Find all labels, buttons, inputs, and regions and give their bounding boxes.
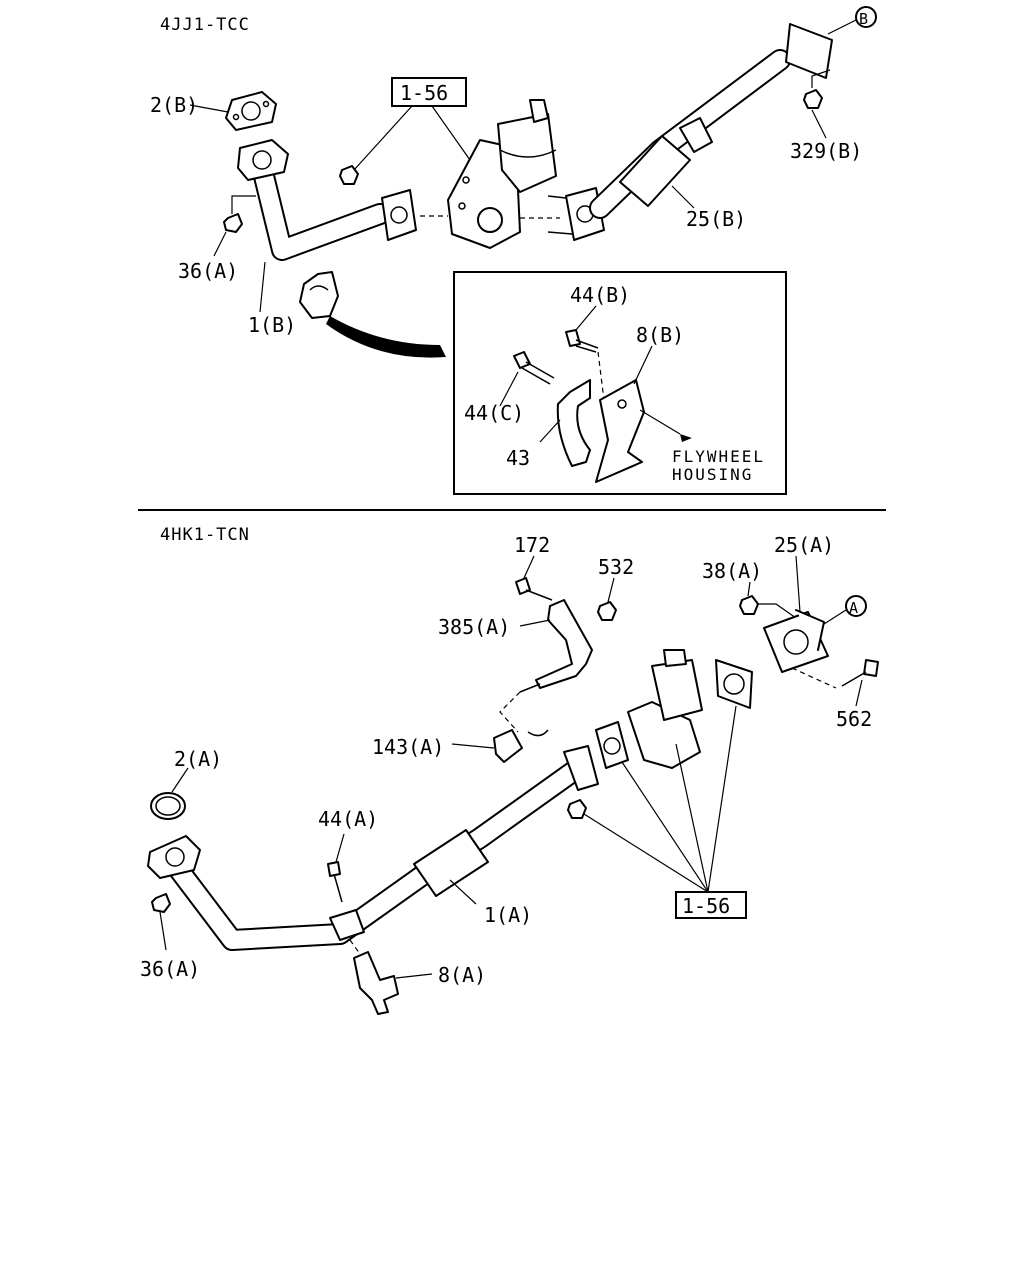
note-flywheel: FLYWHEEL [672,447,765,466]
bracket-8a[interactable] [349,939,399,1015]
label-1-56-bottom: 1-56 [682,894,730,918]
label-329b: 329(B) [790,139,862,163]
label-38a: 38(A) [702,559,762,583]
ref-box-1-56-top [391,77,467,107]
bolt-562[interactable] [841,659,879,687]
label-562: 562 [836,707,872,731]
gasket-2b[interactable] [225,91,277,131]
ref-box-1-56-bottom [675,891,747,919]
nut-top-valve[interactable] [339,165,359,185]
label-385a: 385(A) [438,615,510,639]
valve-assembly-1-56-top[interactable] [447,99,557,249]
nut-329b[interactable] [803,89,823,109]
label-25b: 25(B) [686,207,746,231]
label-43: 43 [506,446,530,470]
ref-circle-b-text: B [859,10,868,28]
label-36a-top: 36(A) [178,259,238,283]
gasket-2a[interactable] [150,792,186,820]
bolt-44c[interactable] [513,351,555,385]
label-44a: 44(A) [318,807,378,831]
nut-36a-bottom[interactable] [151,893,171,913]
label-172: 172 [514,533,550,557]
label-532: 532 [598,555,634,579]
clamp-143a[interactable] [493,729,549,763]
label-1a: 1(A) [484,903,532,927]
nut-532[interactable] [597,601,617,621]
section-title-4jj1-tcc: 4JJ1-TCC [160,15,250,35]
valve-assembly-1-56-bottom[interactable] [567,649,753,819]
front-pipe-1a[interactable] [147,745,599,951]
label-8a: 8(A) [438,963,486,987]
front-pipe-1b[interactable] [237,139,417,261]
label-8b: 8(B) [636,323,684,347]
label-36a-bottom: 36(A) [140,957,200,981]
label-44c: 44(C) [464,401,524,425]
label-1-56-top: 1-56 [400,81,448,105]
exhaust-pipe-25b[interactable] [589,23,833,219]
detail-arrow-icon [326,316,446,358]
nut-1-56-bottom[interactable] [567,799,587,819]
label-44b: 44(B) [570,283,630,307]
section-title-4hk1-tcn: 4HK1-TCN [160,525,250,545]
arrow-head-icon [680,434,692,442]
label-25a: 25(A) [774,533,834,557]
note-housing: HOUSING [672,465,753,484]
label-2b: 2(B) [150,93,198,117]
bolt-44a[interactable] [327,861,343,903]
ref-circle-a-text: A [849,599,858,617]
flange-25a[interactable] [763,609,829,673]
label-1b: 1(B) [248,313,296,337]
bracket-385a[interactable] [519,599,593,693]
bolt-44b[interactable] [565,329,599,353]
label-2a: 2(A) [174,747,222,771]
bolt-172[interactable] [515,577,553,601]
nut-38a[interactable] [739,595,759,615]
nut-36a-top[interactable] [223,213,243,233]
clamp-43[interactable] [556,379,591,467]
ref-circle-a [845,595,867,617]
bracket-8b[interactable] [595,379,645,483]
ref-circle-b [855,6,877,28]
label-143a: 143(A) [372,735,444,759]
pipe-clamp-top[interactable] [299,271,339,319]
